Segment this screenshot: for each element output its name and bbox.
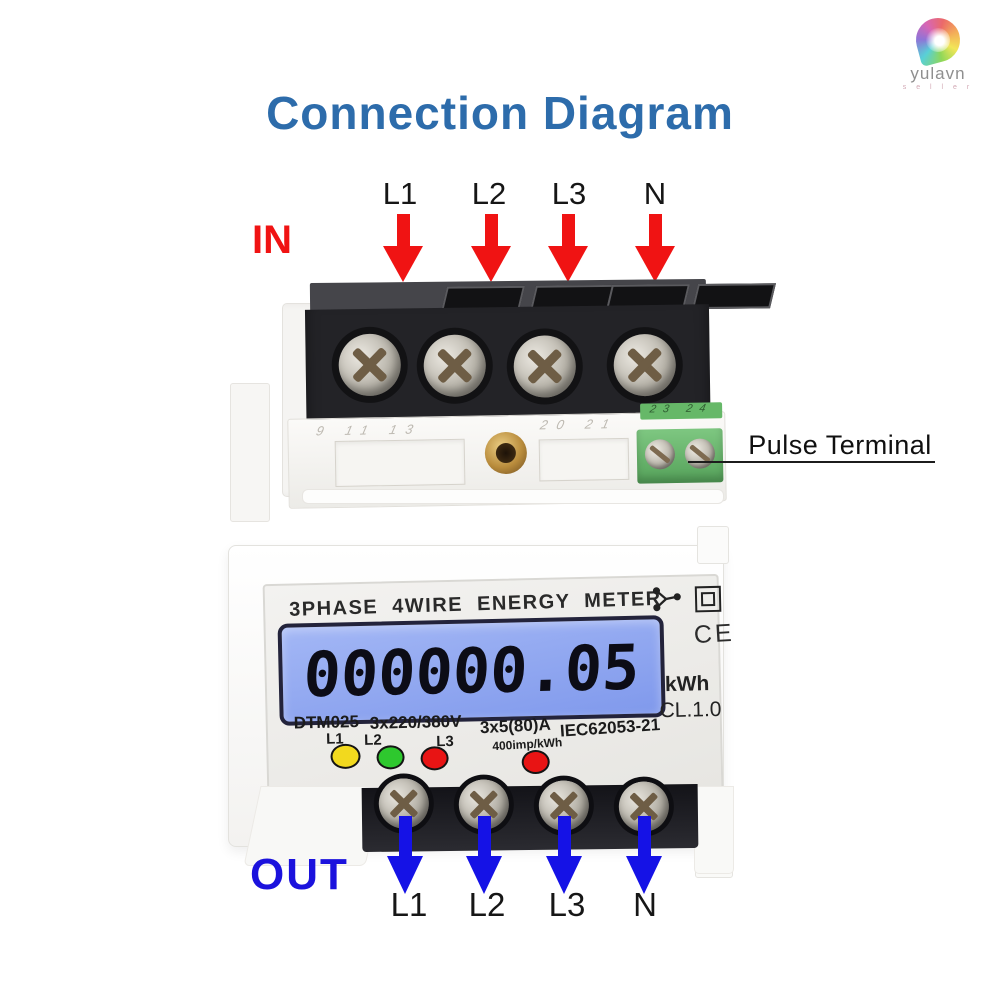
in-arrow-l1-icon bbox=[383, 214, 423, 282]
pulse-terminal-label: Pulse Terminal bbox=[748, 430, 932, 460]
in-arrow-n-icon bbox=[635, 214, 675, 282]
out-arrow-l2-icon bbox=[464, 816, 504, 894]
terminal-screw bbox=[613, 333, 677, 397]
unit-label: kWh bbox=[664, 672, 710, 697]
terminal-numbers-mid: 20 21 bbox=[538, 416, 620, 433]
out-arrow-l1-icon bbox=[385, 816, 425, 894]
accuracy-class-label: CL.1.0 bbox=[659, 697, 722, 723]
terminal-numbers-right: 23 24 bbox=[648, 402, 714, 416]
housing-foot bbox=[694, 786, 734, 874]
terminal-screw bbox=[338, 333, 402, 397]
terminal-numbers-left: 9 11 13 bbox=[314, 421, 424, 439]
wye-network-icon bbox=[652, 587, 681, 612]
sealing-screw-brass bbox=[484, 431, 528, 475]
label-window bbox=[334, 438, 466, 487]
din-rail-clip bbox=[230, 383, 270, 522]
in-label: IN bbox=[252, 218, 292, 262]
terminal-screw bbox=[513, 335, 577, 398]
out-terminal-label-l2: L2 bbox=[468, 886, 506, 923]
voltage-label: 3x220/380V bbox=[369, 711, 462, 733]
lcd-display: 000000.05 bbox=[277, 615, 666, 726]
brand-tagline: s e l l e r bbox=[902, 84, 974, 91]
page-title: Connection Diagram bbox=[266, 87, 734, 139]
in-terminal-label-l3: L3 bbox=[551, 176, 587, 211]
indicator-dot-l1 bbox=[330, 743, 361, 770]
in-arrow-l2-icon bbox=[471, 214, 511, 282]
pulse-terminal-top-edge: 23 24 bbox=[640, 402, 723, 420]
pulse-terminal-callout-line bbox=[688, 461, 935, 463]
pulse-terminal-screw bbox=[644, 439, 676, 470]
double-insulation-icon bbox=[694, 585, 722, 613]
pulse-rate-label: 400imp/kWh bbox=[491, 735, 563, 754]
in-terminal-label-l1: L1 bbox=[382, 176, 418, 211]
phase-label-l2: L2 bbox=[363, 731, 382, 749]
pulse-terminal-block bbox=[636, 428, 724, 484]
out-arrow-n-icon bbox=[624, 816, 664, 894]
in-terminal-label-l2: L2 bbox=[471, 176, 507, 211]
meter-input-terminal-block: 9 11 13 20 21 23 24 bbox=[230, 275, 776, 522]
housing-bottom-rail bbox=[302, 489, 724, 504]
indicator-dot-l3 bbox=[420, 746, 449, 771]
in-arrow-l3-icon bbox=[548, 214, 588, 282]
out-label: OUT bbox=[250, 850, 349, 899]
lcd-reading: 000000.05 bbox=[301, 630, 642, 711]
meter-front-panel: 3PHASE 4WIRE ENERGY METER CE 000000.05 k… bbox=[262, 573, 735, 801]
chameleon-logo-icon bbox=[911, 13, 965, 67]
pulse-terminal-screw bbox=[684, 438, 716, 469]
indicator-dot-pulse bbox=[521, 749, 550, 775]
out-terminal-label-l1: L1 bbox=[390, 886, 428, 923]
label-window bbox=[538, 437, 630, 482]
out-terminal-label-l3: L3 bbox=[548, 886, 586, 923]
in-terminal-label-n: N bbox=[643, 176, 667, 211]
din-tab bbox=[697, 526, 729, 564]
terminal-screw bbox=[423, 334, 487, 398]
out-arrow-l3-icon bbox=[544, 816, 584, 894]
ce-mark: CE bbox=[693, 618, 736, 650]
out-terminal-label-n: N bbox=[633, 886, 657, 923]
current-label: 3x5(80)A bbox=[479, 714, 552, 738]
brand-name: yulavn bbox=[910, 64, 966, 83]
brand-logo: yulavn s e l l e r bbox=[888, 13, 988, 91]
indicator-dot-l2 bbox=[376, 745, 405, 770]
